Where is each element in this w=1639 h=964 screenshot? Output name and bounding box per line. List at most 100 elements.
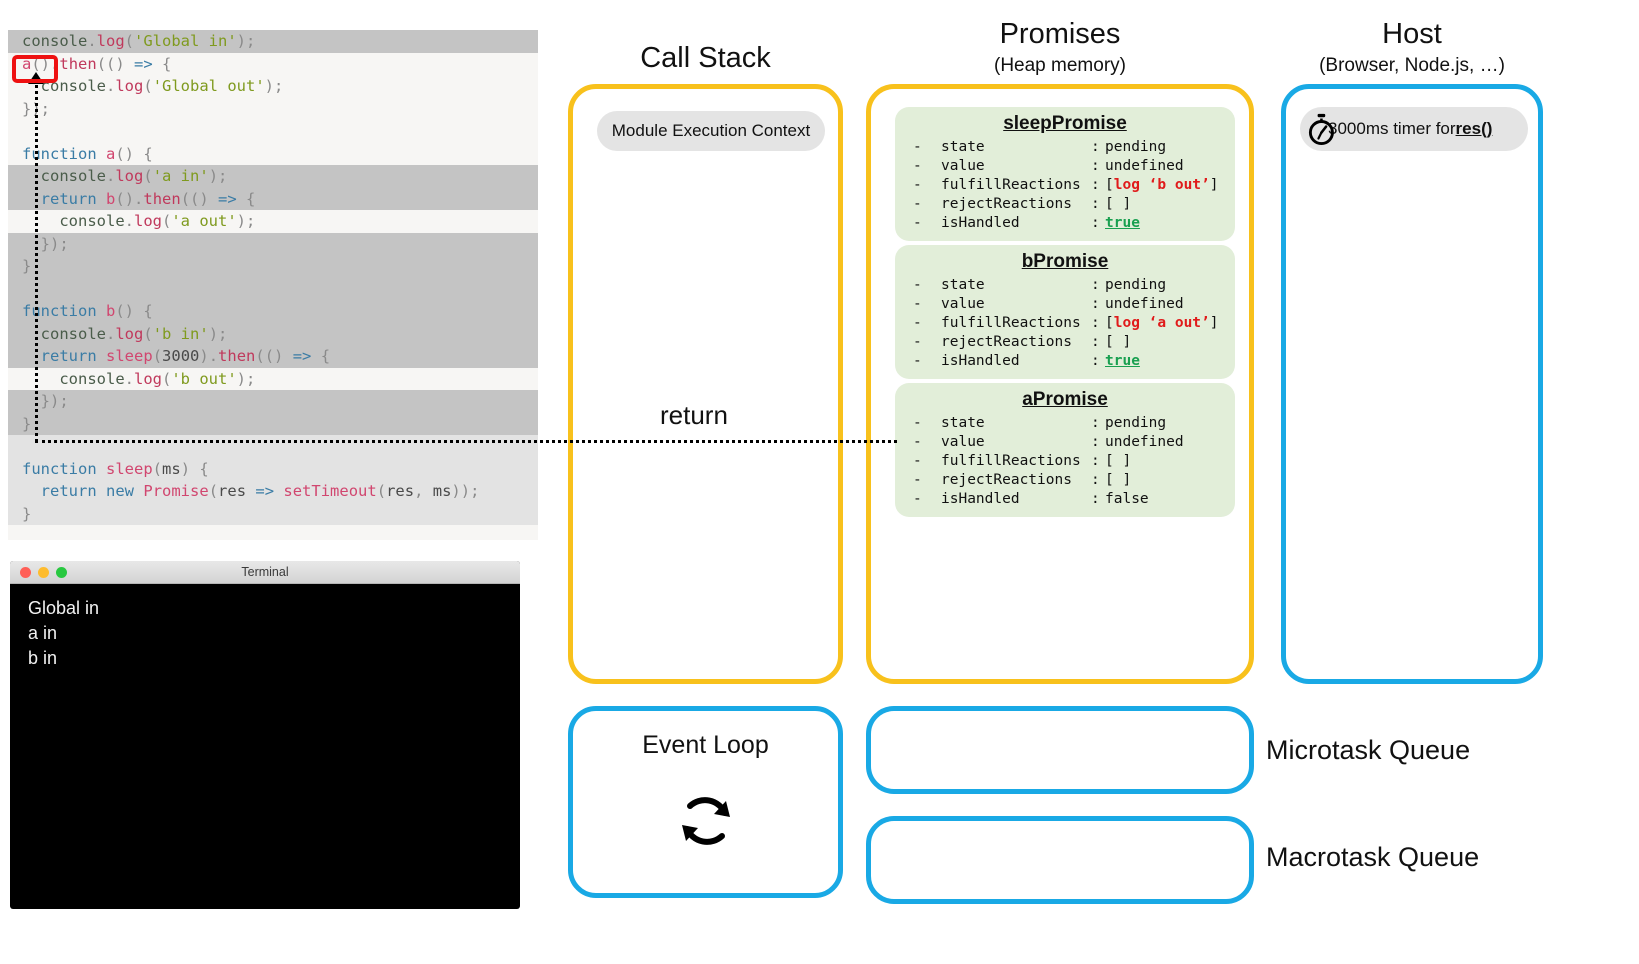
code-line: console.log('a in');	[8, 165, 538, 188]
promise-field-key: state	[941, 139, 985, 155]
bullet-dash: -	[913, 139, 922, 155]
code-line: }	[8, 412, 538, 435]
promise-field-row: -rejectReactions:[ ]	[913, 333, 1235, 352]
promise-field-key: rejectReactions	[941, 334, 1072, 350]
promise-field-row: -state:pending	[913, 414, 1235, 433]
promise-field-key: value	[941, 158, 985, 174]
code-line	[8, 120, 538, 143]
microtask-queue-panel	[866, 706, 1254, 794]
return-path-vertical	[35, 80, 38, 442]
field-colon: :	[1091, 277, 1100, 293]
field-colon: :	[1091, 196, 1100, 212]
promise-field-key: fulfillReactions	[941, 453, 1081, 469]
promise-name: sleepPromise	[1003, 113, 1127, 134]
bullet-dash: -	[913, 491, 922, 507]
bullet-dash: -	[913, 158, 922, 174]
host-timer-callback: res()	[1455, 119, 1493, 138]
call-stack-panel: Module Execution Context	[568, 84, 843, 684]
field-colon: :	[1091, 177, 1100, 193]
promise-field-row: - state: pending	[913, 276, 1235, 295]
promise-object-card: sleepPromise-state:pending-value:undefin…	[895, 107, 1235, 241]
promise-field-row: - fulfillReactions: [log ‘a out’]	[913, 314, 1235, 333]
field-colon: :	[1091, 491, 1100, 507]
code-line: console.log('Global out');	[8, 75, 538, 98]
terminal-maximize-button[interactable]	[56, 567, 67, 578]
code-line: function a() {	[8, 142, 538, 165]
promise-fields: -state:pending-value:undefined-fulfillRe…	[895, 138, 1235, 233]
code-line: console.log('b out');	[8, 367, 538, 390]
promise-field-key: fulfillReactions	[941, 315, 1081, 331]
promise-name: aPromise	[1022, 389, 1108, 410]
code-line: a().then(() => {	[8, 52, 538, 75]
code-line: return b().then(() => {	[8, 187, 538, 210]
a-call-highlight-box	[12, 55, 58, 83]
code-line: function sleep(ms) {	[8, 457, 538, 480]
promise-field-row: -fulfillReactions:[ ]	[913, 452, 1235, 471]
code-line: return new Promise(res => setTimeout(res…	[8, 480, 538, 503]
field-colon: :	[1091, 139, 1100, 155]
field-colon: :	[1091, 215, 1100, 231]
field-colon: :	[1091, 353, 1100, 369]
field-colon: :	[1091, 453, 1100, 469]
microtask-queue-label: Microtask Queue	[1266, 735, 1471, 765]
promise-field-row: -isHandled:true	[913, 352, 1235, 371]
promise-field-row: -isHandled:true	[913, 214, 1235, 233]
terminal-titlebar: Terminal	[10, 561, 520, 584]
stack-frame-module-execution-context: Module Execution Context	[597, 111, 825, 151]
promise-name: bPromise	[1021, 251, 1109, 272]
field-colon: :	[1091, 434, 1100, 450]
bullet-dash: -	[913, 177, 922, 193]
promise-field-key: value	[941, 296, 985, 312]
promise-field-key: isHandled	[941, 491, 1020, 507]
host-timer-entry: 3000ms timer for res()	[1300, 107, 1528, 151]
promise-field-key: isHandled	[941, 353, 1020, 369]
host-subtitle: (Browser, Node.js, …)	[1319, 55, 1505, 76]
bullet-dash: -	[913, 415, 922, 431]
promise-field-key: isHandled	[941, 215, 1020, 231]
bullet-dash: -	[913, 277, 922, 293]
bullet-dash: -	[913, 296, 922, 312]
code-line: function b() {	[8, 300, 538, 323]
promise-fields: - state: pending - value: undefined - fulfillRe…	[895, 276, 1235, 371]
field-colon: :	[1091, 315, 1100, 331]
promises-title: Promises	[999, 18, 1121, 50]
promise-field-key: rejectReactions	[941, 472, 1072, 488]
promise-field-value: true	[1105, 353, 1140, 369]
macrotask-queue-panel	[866, 816, 1254, 904]
promise-field-row: -fulfillReactions:[log ‘b out’]	[913, 176, 1235, 195]
host-timer-text: 3000ms timer for	[1328, 119, 1456, 138]
promise-field-row: -rejectReactions:[ ]	[913, 195, 1235, 214]
bullet-dash: -	[913, 196, 922, 212]
promise-object-card: aPromise-state:pending-value:undefined-f…	[895, 383, 1235, 517]
promise-field-value: [log ‘a out’]	[1105, 315, 1219, 331]
bullet-dash: -	[913, 434, 922, 450]
promise-field-row: -value:undefined	[913, 295, 1235, 314]
promise-field-value: undefined	[1105, 434, 1184, 450]
terminal-title: Terminal	[241, 565, 289, 579]
promise-field-key: value	[941, 434, 985, 450]
promise-field-key: rejectReactions	[941, 196, 1072, 212]
code-line: console.log('a out');	[8, 210, 538, 233]
bullet-dash: -	[913, 334, 922, 350]
promise-field-row: - value: undefined	[913, 433, 1235, 452]
promise-field-key: state	[941, 277, 985, 293]
return-label: return	[660, 400, 728, 430]
promise-fields: -state:pending-value:undefined-fulfillRe…	[895, 414, 1235, 509]
code-line: }	[8, 502, 538, 525]
bullet-dash: -	[913, 453, 922, 469]
terminal-close-button[interactable]	[20, 567, 31, 578]
field-colon: :	[1091, 334, 1100, 350]
return-path-horizontal	[35, 440, 897, 443]
bullet-dash: -	[913, 315, 922, 331]
promise-field-value: [ ]	[1105, 472, 1132, 488]
host-title: Host	[1382, 18, 1442, 50]
promise-field-value: undefined	[1105, 296, 1184, 312]
code-line: return sleep(3000).then(() => {	[8, 345, 538, 368]
promise-field-value: pending	[1105, 277, 1167, 293]
terminal-minimize-button[interactable]	[38, 567, 49, 578]
source-code-block: console.log('Global in');a().then(() => …	[8, 30, 538, 540]
promise-field-row: -isHandled:false	[913, 490, 1235, 509]
terminal-output-line: Global in	[28, 598, 100, 618]
code-line	[8, 435, 538, 458]
